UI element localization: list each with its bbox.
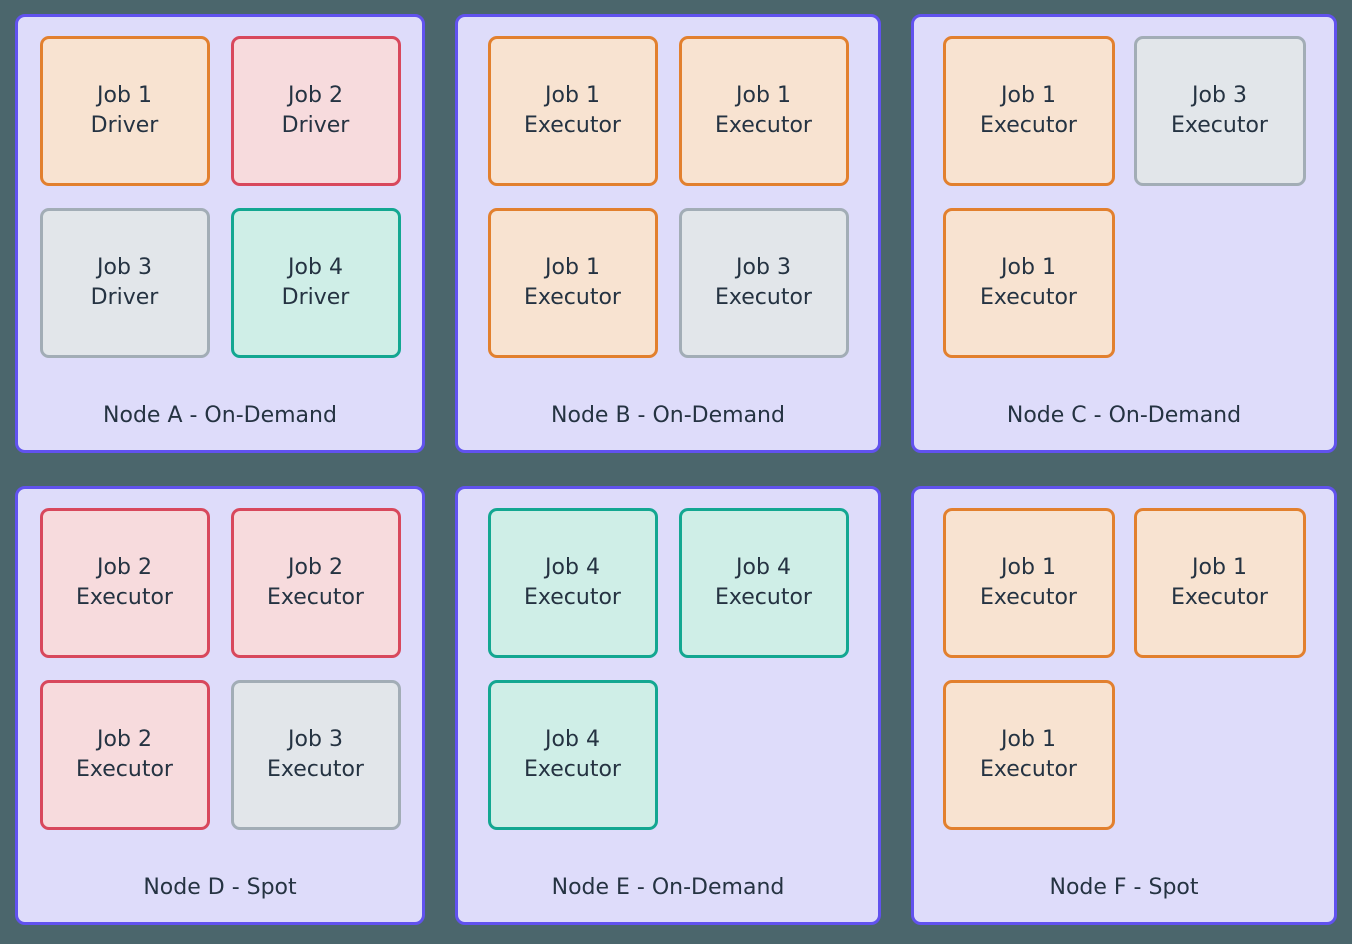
node-label: Node C - On-Demand xyxy=(1006,403,1242,428)
node-label: Node D - Spot xyxy=(143,875,297,900)
task-card[interactable]: Job 2 Executor xyxy=(230,508,401,658)
task-card[interactable]: Job 1 Executor xyxy=(487,208,658,358)
task-card-job-label: Job 2 xyxy=(288,83,343,109)
task-card-role-label: Executor xyxy=(980,757,1077,782)
task-card[interactable]: Job 4 Driver xyxy=(230,208,401,358)
task-card-role-label: Executor xyxy=(524,757,621,782)
task-card-role-label: Executor xyxy=(76,757,173,782)
task-card-job-label: Job 1 xyxy=(545,255,600,281)
task-card-role-label: Executor xyxy=(715,113,812,138)
task-card-job-label: Job 1 xyxy=(1001,83,1056,109)
task-card[interactable]: Job 1 Executor xyxy=(487,36,658,186)
task-card-role-label: Executor xyxy=(524,285,621,310)
task-card-job-label: Job 4 xyxy=(545,727,600,753)
task-card-role-label: Executor xyxy=(524,585,621,610)
task-card[interactable]: Job 3 Executor xyxy=(1133,36,1306,186)
task-card[interactable]: Job 4 Executor xyxy=(487,508,658,658)
empty-slot xyxy=(679,680,849,830)
task-card-role-label: Executor xyxy=(715,585,812,610)
task-card-role-label: Executor xyxy=(76,585,173,610)
task-card[interactable]: Job 4 Executor xyxy=(678,508,849,658)
task-card-role-label: Executor xyxy=(524,113,621,138)
task-card-role-label: Driver xyxy=(281,285,350,310)
task-card[interactable]: Job 2 Executor xyxy=(39,508,210,658)
task-card-role-label: Driver xyxy=(281,113,350,138)
node-label: Node E - On-Demand xyxy=(551,875,785,900)
task-card-job-label: Job 2 xyxy=(288,555,343,581)
task-card-job-label: Job 3 xyxy=(1192,83,1247,109)
task-card-role-label: Executor xyxy=(980,285,1077,310)
task-card-job-label: Job 4 xyxy=(545,555,600,581)
task-card-role-label: Executor xyxy=(980,113,1077,138)
task-card[interactable]: Job 1 Driver xyxy=(39,36,210,186)
task-card-job-label: Job 1 xyxy=(736,83,791,109)
task-card[interactable]: Job 2 Driver xyxy=(230,36,401,186)
task-card-role-label: Executor xyxy=(1171,113,1268,138)
task-card-role-label: Driver xyxy=(90,285,159,310)
task-card-job-label: Job 3 xyxy=(736,255,791,281)
task-card-job-label: Job 2 xyxy=(97,727,152,753)
node-label: Node A - On-Demand xyxy=(103,403,337,428)
empty-slot xyxy=(1134,680,1306,830)
task-card-job-label: Job 1 xyxy=(1001,555,1056,581)
task-card[interactable]: Job 1 Executor xyxy=(942,36,1115,186)
task-card-job-label: Job 4 xyxy=(736,555,791,581)
task-card[interactable]: Job 1 Executor xyxy=(1133,508,1306,658)
task-card-job-label: Job 3 xyxy=(97,255,152,281)
task-card[interactable]: Job 2 Executor xyxy=(39,680,210,830)
task-card[interactable]: Job 4 Executor xyxy=(487,680,658,830)
task-card-role-label: Executor xyxy=(715,285,812,310)
task-card[interactable]: Job 1 Executor xyxy=(942,208,1115,358)
task-card-job-label: Job 1 xyxy=(1001,727,1056,753)
task-card-job-label: Job 1 xyxy=(1192,555,1247,581)
task-card-job-label: Job 3 xyxy=(288,727,343,753)
task-card[interactable]: Job 3 Executor xyxy=(678,208,849,358)
task-card-role-label: Executor xyxy=(1171,585,1268,610)
task-card-job-label: Job 1 xyxy=(1001,255,1056,281)
task-card-job-label: Job 1 xyxy=(97,83,152,109)
empty-slot xyxy=(1134,208,1306,358)
node-label: Node F - Spot xyxy=(1049,875,1199,900)
task-card[interactable]: Job 3 Driver xyxy=(39,208,210,358)
task-card[interactable]: Job 1 Executor xyxy=(942,508,1115,658)
task-card-job-label: Job 2 xyxy=(97,555,152,581)
task-card-role-label: Executor xyxy=(267,757,364,782)
task-card-job-label: Job 4 xyxy=(288,255,343,281)
task-card-role-label: Driver xyxy=(90,113,159,138)
task-card[interactable]: Job 1 Executor xyxy=(942,680,1115,830)
node-label: Node B - On-Demand xyxy=(551,403,785,428)
task-card-role-label: Executor xyxy=(267,585,364,610)
task-card-job-label: Job 1 xyxy=(545,83,600,109)
task-card-role-label: Executor xyxy=(980,585,1077,610)
task-card[interactable]: Job 3 Executor xyxy=(230,680,401,830)
task-card[interactable]: Job 1 Executor xyxy=(678,36,849,186)
